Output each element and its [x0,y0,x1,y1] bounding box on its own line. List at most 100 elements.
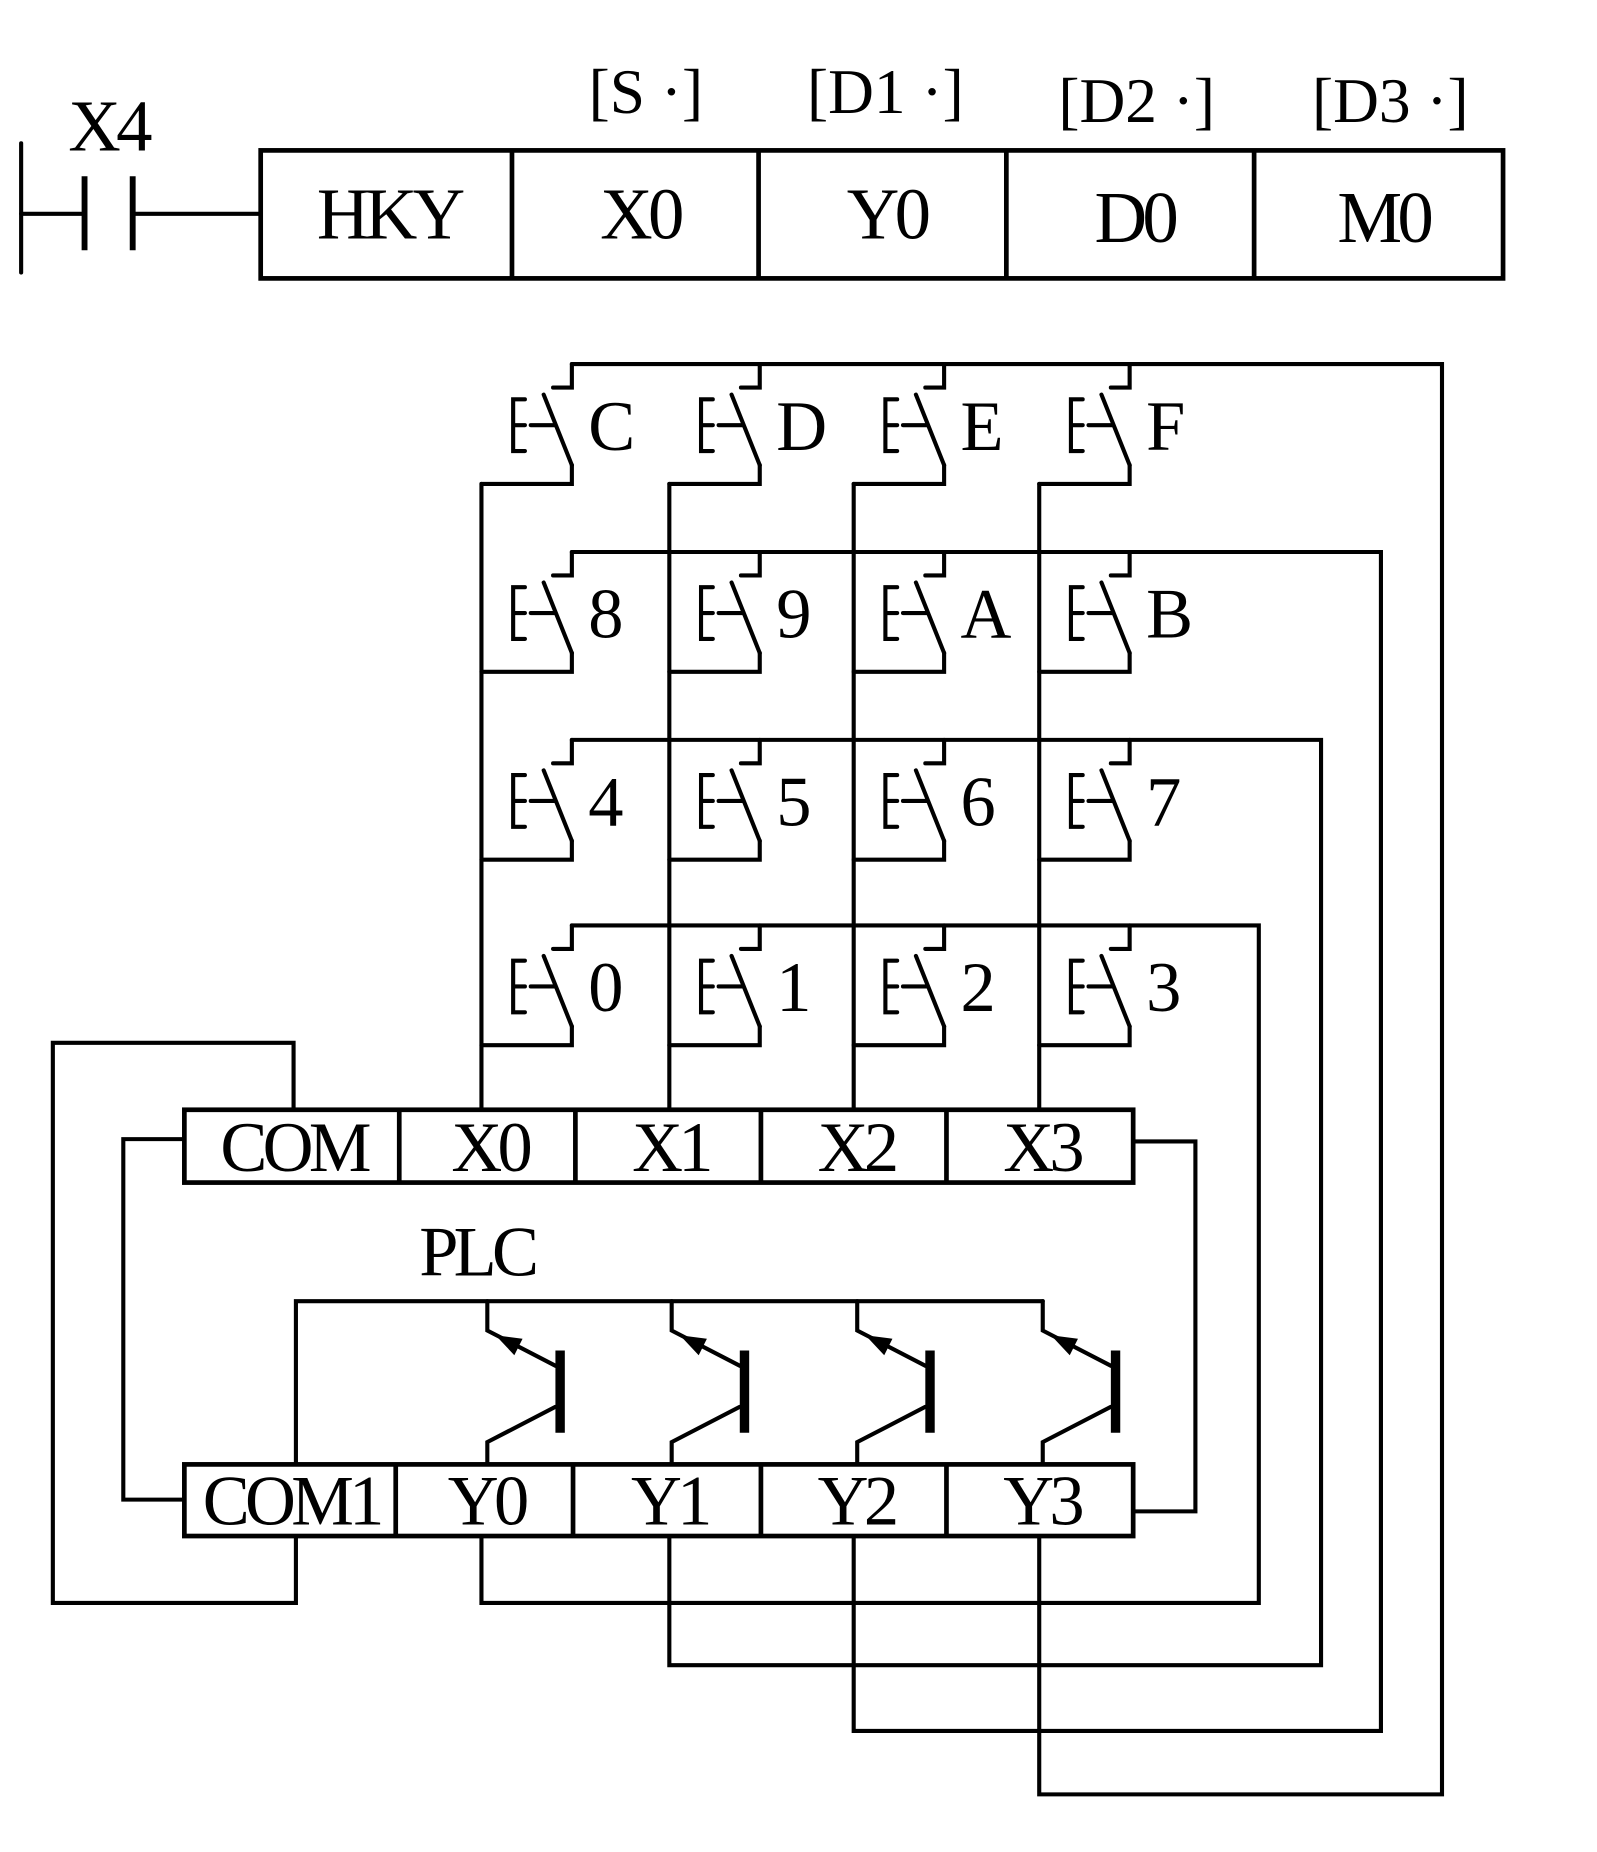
instruction-mnemonic: HKY [317,173,464,254]
key-label: 3 [1146,949,1181,1027]
key-label: A [961,576,1012,654]
pushbutton-key-d: D [667,362,827,486]
switch-lower-terminal [479,838,574,862]
switch-moving-contact [913,953,947,1029]
pushbutton-actuator-icon [511,397,527,454]
transistor-emitter-lead [669,1299,742,1368]
switch-lower-terminal [479,463,574,486]
com1-internal-rail [293,1299,1045,1467]
output-terminal-y2: Y2 [818,1462,896,1540]
switch-lower-terminal [667,838,762,862]
contact-label: X4 [68,85,152,166]
key-label: 8 [588,576,623,654]
switch-upper-terminal [923,737,947,766]
hky-instruction-box: HKY X0 Y0 D0 M0 [258,148,1506,281]
pushbutton-key-5: 5 [667,737,811,862]
switch-moving-contact [1099,392,1132,468]
pushbutton-actuator-icon [883,773,900,829]
key-label: B [1146,576,1193,654]
pushbutton-actuator-icon [883,397,900,454]
operand-label-d3: [D3 ·] [1312,65,1469,136]
external-wiring [50,1040,1198,1606]
pushbutton-key-6: 6 [851,737,996,862]
switch-upper-terminal [738,362,762,390]
switch-upper-terminal [738,737,762,766]
pushbutton-actuator-icon [511,958,527,1015]
input-terminal-x1: X1 [632,1109,709,1187]
switch-moving-contact [541,580,574,656]
operand-label-s: [S ·] [589,56,703,127]
switch-moving-contact [729,580,762,656]
transistor-emitter-lead [485,1299,558,1368]
row-wire-4567-to-y1 [569,737,1324,1668]
transistor-collector-lead [1040,1404,1113,1467]
switch-moving-contact [541,768,574,843]
pushbutton-key-a: A [851,549,1012,674]
operand-s-value: X0 [600,173,682,254]
key-label: 6 [961,764,996,842]
switch-upper-terminal [923,549,947,578]
pushbutton-key-f: F [1037,362,1185,486]
input-terminal-com: COM [220,1109,369,1187]
pushbutton-key-2: 2 [851,923,996,1048]
key-label: E [961,388,1004,466]
switch-moving-contact [541,953,574,1029]
pushbutton-actuator-icon [883,585,900,641]
pushbutton-key-9: 9 [667,549,811,674]
transistor-collector-lead [669,1404,742,1467]
pushbutton-key-8: 8 [479,549,624,674]
operand-d2-value: D0 [1095,177,1177,258]
pushbutton-actuator-icon [1068,958,1085,1015]
switch-lower-terminal [1037,463,1132,486]
operand-labels: [S ·] [D1 ·] [D2 ·] [D3 ·] [589,56,1469,136]
switch-upper-terminal [551,362,574,390]
switch-upper-terminal [923,362,947,390]
operand-d1-value: Y0 [847,173,929,254]
switch-upper-terminal [923,923,947,951]
switch-moving-contact [729,392,762,468]
switch-moving-contact [729,953,762,1029]
emitter-arrow-icon [495,1335,523,1356]
pushbutton-key-7: 7 [1037,737,1181,862]
key-label: 7 [1146,764,1181,842]
output-common-rail [293,1299,1045,1467]
normally-open-contact [19,176,263,251]
row-wire-0123-to-y0 [479,923,1261,1606]
switch-lower-terminal [851,838,947,862]
switch-moving-contact [913,768,947,843]
plc-label: PLC [419,1213,536,1291]
key-label: D [776,388,827,466]
plc-unit: COM X0 X1 X2 X3 PLC COM1 Y0 Y1 Y2 Y3 [182,1107,1136,1540]
pushbutton-key-4: 4 [479,737,624,862]
row-wire-cdef-to-y3 [569,362,1445,1797]
switch-lower-terminal [667,1024,762,1048]
pushbutton-actuator-icon [1068,397,1085,454]
output-transistor-y1 [669,1299,750,1467]
com-to-com1-jumper [121,1137,187,1502]
switch-upper-terminal [551,737,574,766]
switch-lower-terminal [667,650,762,674]
pushbutton-actuator-icon [698,773,715,829]
output-terminal-y3: Y3 [1003,1462,1082,1540]
key-label: 2 [961,949,996,1027]
transistor-emitter-lead [1040,1299,1113,1368]
switch-upper-terminal [738,549,762,578]
output-transistor-y2 [855,1299,935,1467]
input-terminal-x3: X3 [1003,1109,1082,1187]
pushbutton-key-0: 0 [479,923,624,1048]
pushbutton-key-e: E [851,362,1004,486]
switch-upper-terminal [738,923,762,951]
switch-lower-terminal [479,1024,574,1048]
output-terminal-com1: COM1 [203,1462,380,1540]
pushbutton-actuator-icon [511,585,527,641]
switch-lower-terminal [667,463,762,486]
switch-lower-terminal [851,1024,947,1048]
switch-moving-contact [1099,768,1132,843]
pushbutton-key-1: 1 [667,923,811,1048]
output-terminal-y0: Y0 [448,1462,527,1540]
key-label: 1 [776,949,811,1027]
switch-upper-terminal [1108,737,1132,766]
pushbutton-actuator-icon [1068,773,1085,829]
pushbutton-actuator-icon [1068,585,1085,641]
